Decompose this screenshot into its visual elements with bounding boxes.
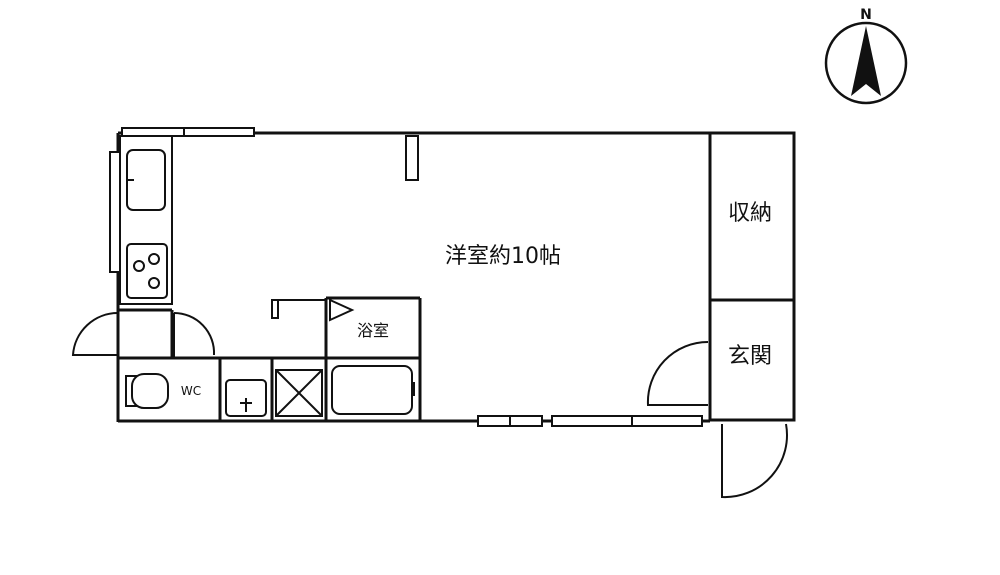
window-bottom-large — [551, 415, 703, 427]
storage-label: 収納 — [728, 201, 772, 226]
window-top-left — [121, 127, 185, 137]
interior-walls — [118, 296, 422, 421]
burner-icon — [148, 277, 160, 289]
bathtub — [331, 365, 413, 415]
door-swing-left — [71, 311, 119, 356]
bathroom-label: 浴室 — [357, 321, 389, 340]
north-arrow-icon — [851, 26, 881, 96]
toilet-label: WC — [181, 384, 201, 398]
burner-icon — [148, 253, 160, 265]
doors — [71, 311, 788, 499]
window-top-middle — [183, 127, 255, 137]
wall-column — [405, 135, 419, 181]
windows — [109, 127, 703, 427]
faucet-icon — [273, 299, 326, 318]
compass-ring — [824, 21, 908, 105]
door-swing-front — [721, 423, 788, 499]
western-room-label: 洋室約10帖 — [445, 244, 561, 269]
shower-icon — [329, 298, 355, 322]
bathroom: 浴室 — [271, 298, 415, 415]
burner-icon — [133, 260, 145, 272]
entrance-label: 玄関 — [728, 344, 772, 369]
door-swing-wc — [173, 311, 216, 356]
toilet-bowl — [131, 373, 169, 409]
kitchen — [119, 135, 173, 305]
north-label: N — [860, 7, 872, 23]
washroom — [225, 369, 323, 417]
toilet: WC — [125, 373, 201, 409]
compass: N — [824, 7, 908, 105]
stove — [126, 243, 168, 299]
door-swing-entrance — [646, 340, 709, 406]
window-left-wall — [109, 151, 121, 273]
